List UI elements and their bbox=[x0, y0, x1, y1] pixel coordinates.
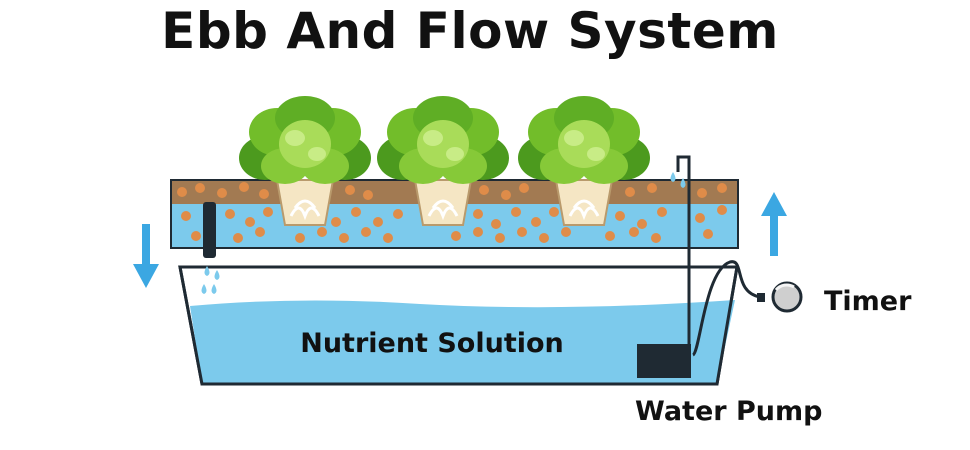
timer-label: Timer bbox=[824, 286, 912, 317]
timer-icon bbox=[757, 281, 803, 313]
water-pump-label: Water Pump bbox=[635, 396, 822, 427]
pump-icon bbox=[637, 344, 691, 378]
water-drop-icon bbox=[201, 266, 220, 294]
fill-pipe bbox=[676, 155, 691, 347]
reservoir-tank bbox=[178, 265, 739, 386]
down-arrow-icon bbox=[133, 224, 159, 288]
timer-cable bbox=[691, 260, 761, 357]
water-drop-icon bbox=[670, 172, 686, 188]
diagram-title: Ebb And Flow System bbox=[161, 2, 779, 60]
clay-pebbles bbox=[177, 182, 727, 243]
nutrient-solution-label: Nutrient Solution bbox=[300, 328, 564, 359]
up-arrow-icon bbox=[761, 192, 787, 256]
drain-pipe bbox=[203, 202, 216, 258]
